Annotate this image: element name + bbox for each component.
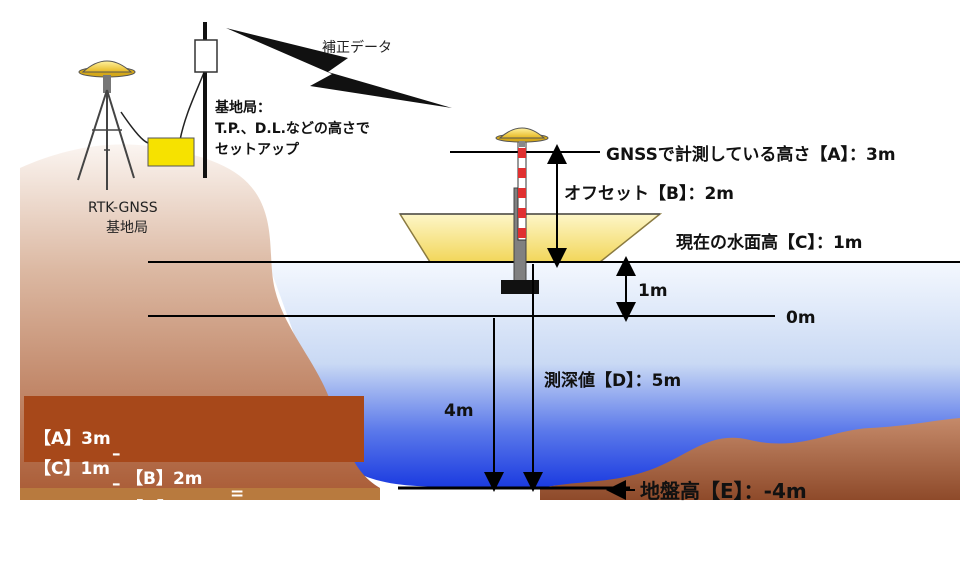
formula-equals: = <box>230 514 245 534</box>
base-station-title: 基地局： <box>215 99 271 116</box>
formula-term-a: 【A】3m <box>34 429 111 449</box>
formula-term-b: 【D】5m <box>126 499 204 519</box>
base-station-line2: T.P.、D.L.などの高さで <box>215 120 370 137</box>
sounding-label: 測深値【D】：5m <box>544 370 681 391</box>
rtk-label-line1: RTK-GNSS <box>88 200 158 216</box>
formula-term-b: 【B】2m <box>126 469 203 489</box>
formula-term-a: 【C】1m <box>34 459 111 479</box>
radio-box <box>147 137 195 167</box>
correction-data-label: 補正データ <box>322 39 392 56</box>
ground-strip <box>20 488 380 500</box>
boat-gnss-receiver <box>495 127 549 147</box>
radio-antenna <box>194 22 218 178</box>
formula-result: 【C】1m <box>270 509 347 529</box>
formula-minus: – <box>112 444 121 464</box>
radio-cable <box>179 69 206 141</box>
seabed-right <box>540 418 960 500</box>
boat <box>398 213 663 263</box>
transducer <box>501 280 539 294</box>
formula-result: 【E】-4m <box>270 539 353 559</box>
formula-row-1: 【A】3m – 【B】2m = 【C】1m <box>34 404 346 544</box>
gnss-height-label: GNSSで計測している高さ【A】：3m <box>606 144 896 165</box>
offset-label: オフセット【B】：2m <box>564 183 734 204</box>
four-m-label: 4m <box>444 401 474 421</box>
formula-row-2: 【C】1m – 【D】5m = 【E】-4m <box>34 434 352 574</box>
signal-bolt-icon <box>226 28 452 108</box>
pole-stripe <box>518 228 526 238</box>
base-tripod-receiver <box>77 60 136 190</box>
diagram-canvas: 補正データ 基地局： T.P.、D.L.などの高さで セットアップ RTK-GN… <box>20 22 960 559</box>
pole-stripe <box>518 208 526 218</box>
pole-stripe <box>518 168 526 178</box>
pole-stripe <box>518 148 526 158</box>
water-surface-label: 現在の水面高【C】：1m <box>676 232 863 253</box>
calculation-box: 【A】3m – 【B】2m = 【C】1m 【C】1m – 【D】5m = 【E… <box>24 396 364 559</box>
rtk-label-line2: 基地局 <box>106 219 148 236</box>
formula-equals: = <box>230 484 245 504</box>
base-station-line3: セットアップ <box>215 142 300 158</box>
one-m-label: 1m <box>638 281 668 301</box>
zero-m-label: 0m <box>786 308 816 328</box>
water-body <box>268 262 960 488</box>
ground-label: 地盤高【E】：-4m <box>640 479 807 503</box>
pole-stripe <box>518 188 526 198</box>
formula-minus: – <box>112 474 121 494</box>
